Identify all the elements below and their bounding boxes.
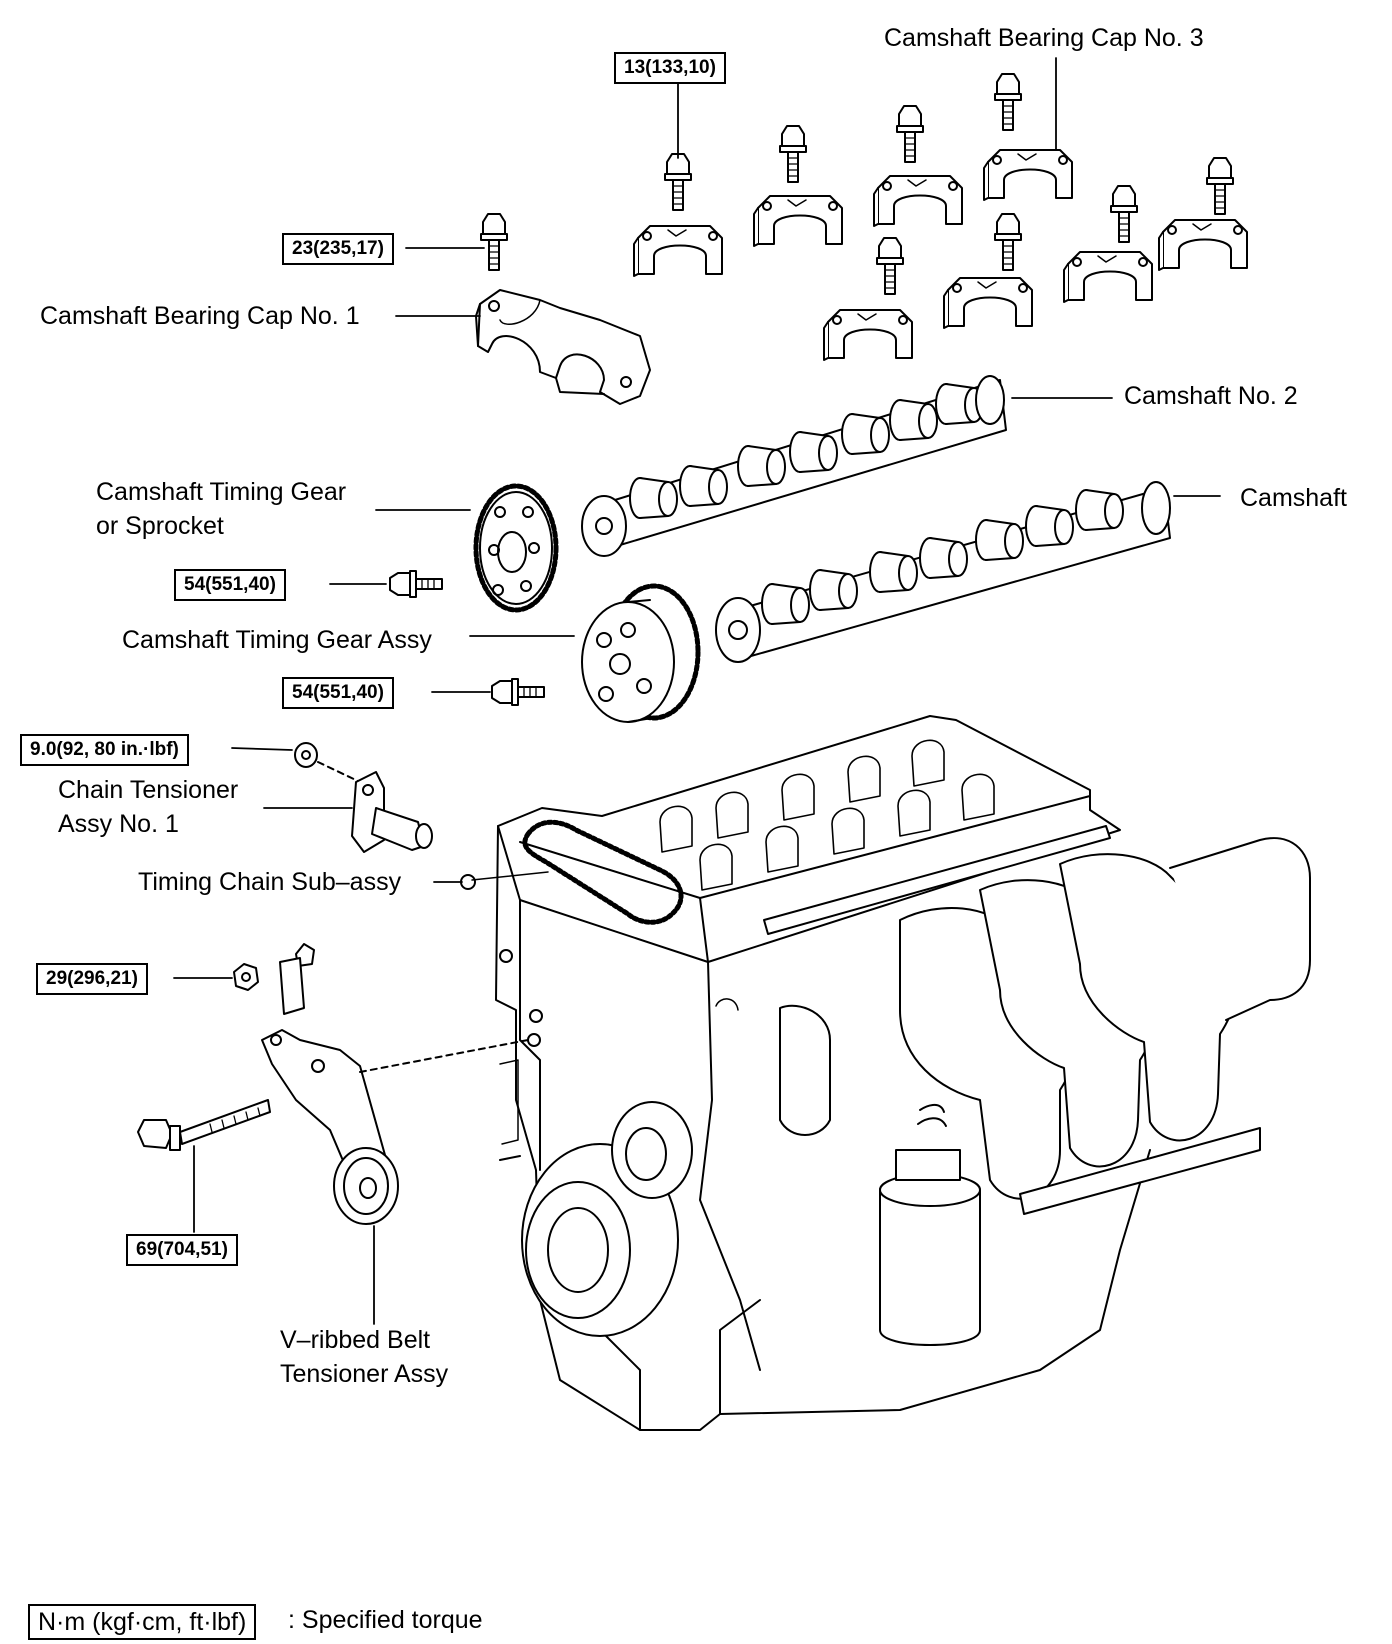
- torque-bearing-caps: 13(133,10): [614, 52, 726, 84]
- camshaft-bearing-caps-group: [480, 73, 1248, 361]
- label-camshaft-no2: Camshaft No. 2: [1124, 382, 1298, 410]
- chain-tensioner-assy: [294, 742, 433, 853]
- engine-block: [460, 715, 1311, 1431]
- torque-bearing-cap-no1: 23(235,17): [282, 233, 394, 265]
- label-timing-chain-sub-assy: Timing Chain Sub–assy: [138, 868, 402, 896]
- label-camshaft-timing-gear-or-sprocket: Camshaft Timing Gear or Sprocket: [96, 478, 347, 540]
- leader-lines: [173, 57, 1221, 1325]
- camshaft: [715, 481, 1171, 663]
- camshaft-no2: [581, 375, 1007, 557]
- torque-chain-tensioner-nut: 9.0(92, 80 in.·lbf): [20, 734, 189, 766]
- camshaft-timing-gear-assy: [581, 583, 701, 723]
- legend-specified-torque-text: : Specified torque: [288, 1606, 483, 1634]
- label-camshaft: Camshaft: [1240, 484, 1347, 512]
- camshaft-bearing-cap-no1: [475, 289, 651, 405]
- oil-filter: [879, 1149, 981, 1346]
- torque-belt-tensioner-nut: 29(296,21): [36, 963, 148, 995]
- legend-torque-units-box: N·m (kgf·cm, ft·lbf): [28, 1604, 257, 1640]
- label-camshaft-timing-gear-assy: Camshaft Timing Gear Assy: [122, 626, 432, 654]
- torque-belt-tensioner-bolt: 69(704,51): [126, 1234, 238, 1266]
- label-v-ribbed-belt-tensioner-assy: V–ribbed Belt Tensioner Assy: [280, 1326, 449, 1388]
- label-chain-tensioner-assy-no1: Chain Tensioner Assy No. 1: [58, 776, 239, 838]
- torque-timing-gear-assy-bolt: 54(551,40): [282, 677, 394, 709]
- v-ribbed-belt-tensioner-assy: [137, 943, 529, 1225]
- crank-pulley: [521, 1101, 693, 1337]
- label-camshaft-bearing-cap-no1: Camshaft Bearing Cap No. 1: [40, 302, 360, 330]
- label-camshaft-bearing-cap-no3: Camshaft Bearing Cap No. 3: [884, 24, 1204, 52]
- camshaft-timing-sprocket: [473, 483, 559, 613]
- torque-timing-gear-bolt: 54(551,40): [174, 569, 286, 601]
